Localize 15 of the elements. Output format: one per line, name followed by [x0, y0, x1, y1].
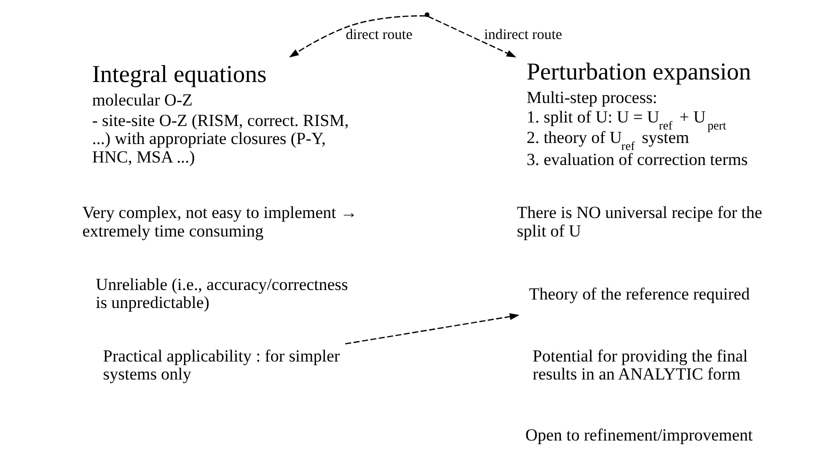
node-text: There is NO universal recipe for the split of U	[516, 203, 762, 240]
edge-label: direct route	[345, 27, 412, 44]
node-text: Very complex, not easy to implement → extremely time consuming	[82, 203, 357, 240]
node-text: Open to refinement/improvement	[524, 425, 752, 444]
node-point	[424, 12, 429, 18]
node-text: Practical applicability : for simpler systems only	[102, 346, 340, 384]
node-text: Potential for providing the final results in an ANALYTIC form	[532, 346, 748, 384]
arrow	[344, 313, 519, 344]
node-text: Unreliable (i.e., accuracy/correctness is unpredictable)	[95, 274, 348, 312]
node-text: Perturbation expansion Multi-step process: 1. split of U: U = U$_{ref}$ + U$_{pert}$ 2. theory of U$_{ref}$ system 3. evaluation of correction terms	[526, 58, 751, 169]
arrow	[288, 15, 425, 58]
node-text: Theory of the reference required	[528, 284, 750, 304]
edge-label: indirect route	[484, 27, 562, 44]
node-text: Integral equations molecular O-Z - site-site O-Z (RISM, correct. RISM, ...) with appropriate closures (P-Y, HNC, MSA ...)	[92, 60, 348, 166]
arrow	[427, 16, 516, 58]
